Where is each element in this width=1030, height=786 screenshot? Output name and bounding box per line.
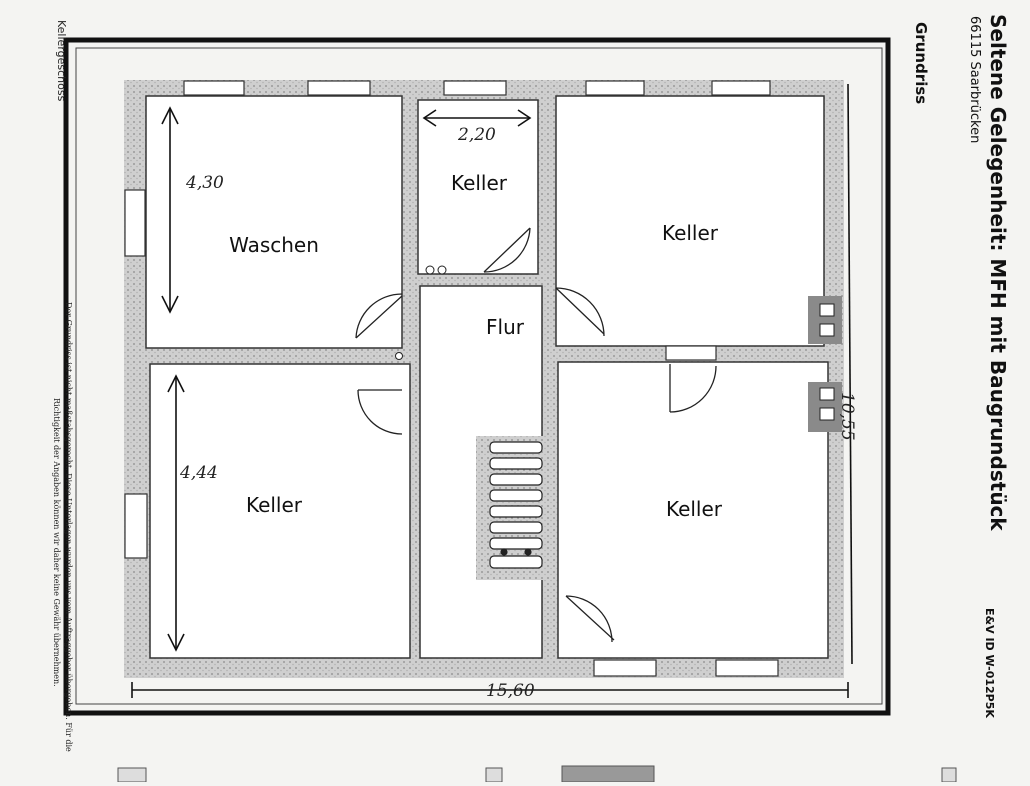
label-flur: Flur (486, 315, 525, 339)
reference-id: E&V ID W-012P5K (983, 608, 996, 718)
wall-fixtures (395, 265, 447, 360)
dim-total-width: 15,60 (486, 681, 535, 701)
label-keller-top-right: Keller (662, 221, 719, 245)
room-keller-bottom-right (557, 361, 829, 659)
disclaimer-line-2: Richtigkeit der Angaben können wir daher… (52, 398, 61, 687)
address: 66115 Saarbrücken (967, 16, 982, 144)
scan-residue (117, 765, 957, 783)
chimney (808, 296, 842, 432)
dim-total-height: 10,55 (837, 392, 857, 441)
label-keller-small: Keller (451, 171, 508, 195)
room-keller-small (417, 99, 539, 275)
sheet-frame (63, 37, 891, 716)
room-waschen (145, 95, 403, 349)
label-waschen: Waschen (229, 233, 319, 257)
section-heading: Grundriss (912, 22, 930, 105)
sheet-frame-inner (75, 47, 883, 705)
dim-waschen-height: 4,30 (185, 173, 224, 193)
room-keller-bottom-left (149, 363, 411, 659)
room-keller-top-right (555, 95, 825, 347)
label-keller-bottom-right: Keller (666, 497, 723, 521)
dim-keller-small-width: 2,20 (457, 125, 496, 145)
door-swings (355, 227, 717, 643)
staircase (476, 436, 546, 580)
label-keller-bottom-left: Keller (246, 493, 303, 517)
dim-keller-bottom-left-height: 4,44 (179, 463, 218, 483)
disclaimer-line-1: Der Grundriss ist nicht maßstabsgerecht.… (64, 302, 73, 752)
title: Seltene Gelegenheit: MFH mit Baugrundstü… (986, 14, 1010, 531)
dimension-lines (131, 83, 853, 698)
floor-label: Kellergeschoss (55, 20, 68, 102)
windows (124, 80, 779, 677)
